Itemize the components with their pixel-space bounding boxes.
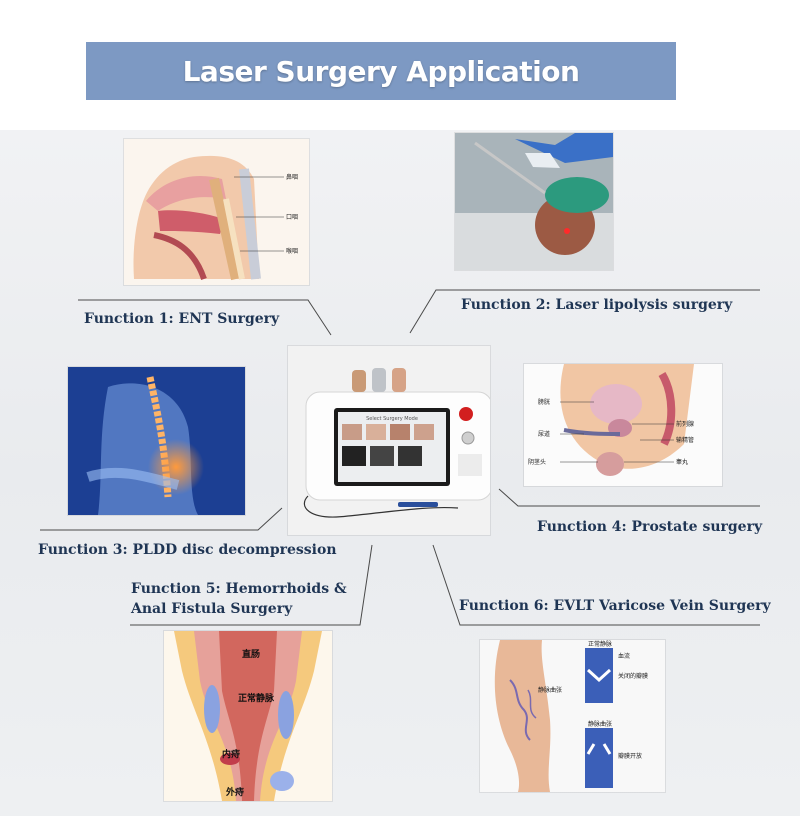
hemorrhoid-label-normal-vein: 正常静脉: [238, 692, 275, 704]
hemorrhoid-label-internal: 内痔: [222, 748, 240, 760]
vein-label-varicose: 静脉曲张: [538, 686, 562, 694]
prostate-label-bladder: 膀胱: [538, 398, 550, 406]
ent-label-laryngopharynx: 喉咽: [286, 247, 298, 255]
prostate-label-glans: 阴茎头: [528, 458, 546, 466]
title-banner: Laser Surgery Application: [86, 42, 676, 100]
prostate-label-prostate: 前列腺: [676, 420, 694, 428]
lipolysis-photo: [455, 133, 613, 270]
function-2-label: Function 2: Laser lipolysis surgery: [461, 297, 733, 313]
hemorrhoid-label-rectum: 直肠: [242, 648, 260, 660]
page-title: Laser Surgery Application: [182, 54, 580, 88]
vein-label-open-valve: 瓣膜开放: [618, 752, 642, 760]
vein-label-closed-valve: 关闭的瓣膜: [618, 672, 648, 680]
ent-label-oropharynx: 口咽: [286, 214, 298, 221]
vein-label-varicose-2: 静脉曲张: [588, 720, 612, 728]
function-4-label: Function 4: Prostate surgery: [537, 519, 763, 535]
function-3-label: Function 3: PLDD disc decompression: [38, 542, 337, 558]
function-6-label: Function 6: EVLT Varicose Vein Surgery: [459, 598, 771, 614]
prostate-label-vas-deferens: 输精管: [676, 436, 694, 444]
hemorrhoid-label-external: 外痔: [225, 786, 244, 798]
ent-label-nasopharynx: 鼻咽: [286, 173, 298, 181]
prostate-label-testis: 睾丸: [676, 458, 688, 466]
device-screen-title: Select Surgery Mode: [366, 416, 418, 422]
function-1-label: Function 1: ENT Surgery: [84, 311, 280, 327]
laser-device-image: Select Surgery Mode: [288, 346, 490, 535]
ent-anatomy-image: 鼻咽 口咽 喉咽: [124, 139, 309, 285]
prostate-label-urethra: 尿道: [538, 430, 550, 438]
function-5-label-line2: Anal Fistula Surgery: [131, 601, 293, 617]
prostate-anatomy-image: 膀胱 尿道 阴茎头 前列腺 输精管 睾丸: [524, 364, 722, 486]
vein-label-normal: 正常静脉: [588, 640, 612, 648]
function-5-label: Function 5: Hemorrhoids &: [131, 581, 347, 597]
pldd-spine-image: [68, 367, 245, 515]
hemorrhoid-anatomy-image: 直肠 正常静脉 内痔 外痔: [164, 631, 332, 801]
vein-label-blood-flow: 血流: [618, 652, 630, 660]
varicose-vein-image: 正常静脉 血流 关闭的瓣膜 静脉曲张 静脉曲张 瓣膜开放: [480, 640, 665, 792]
